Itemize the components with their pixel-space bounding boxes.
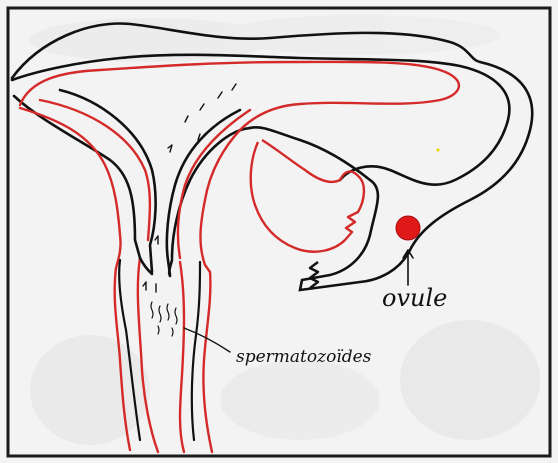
vagina-red-inner-right	[180, 262, 184, 452]
vagina-red-inner-left	[138, 258, 158, 452]
vagina-red-right	[203, 272, 212, 452]
red-wall-outer	[20, 62, 459, 272]
ovary-red-outline	[251, 140, 364, 252]
tube-black-outline	[12, 55, 509, 185]
sperm-motion-marks	[143, 84, 236, 292]
uterus-outer-outline	[12, 23, 532, 290]
ovum-dot	[396, 216, 420, 240]
fimbriae-black-jagged	[310, 262, 318, 288]
canal-black-left	[60, 90, 156, 272]
red-wall-left	[20, 108, 121, 268]
ovum-label: ovule	[382, 284, 447, 312]
ovum-arrow	[403, 250, 413, 285]
sperm-label: spermatozoïdes	[236, 347, 372, 367]
yellow-speck	[437, 149, 440, 152]
uterus-left-black-wall	[14, 96, 140, 258]
background-pattern	[30, 15, 540, 445]
spermatozoa-group	[151, 302, 177, 336]
